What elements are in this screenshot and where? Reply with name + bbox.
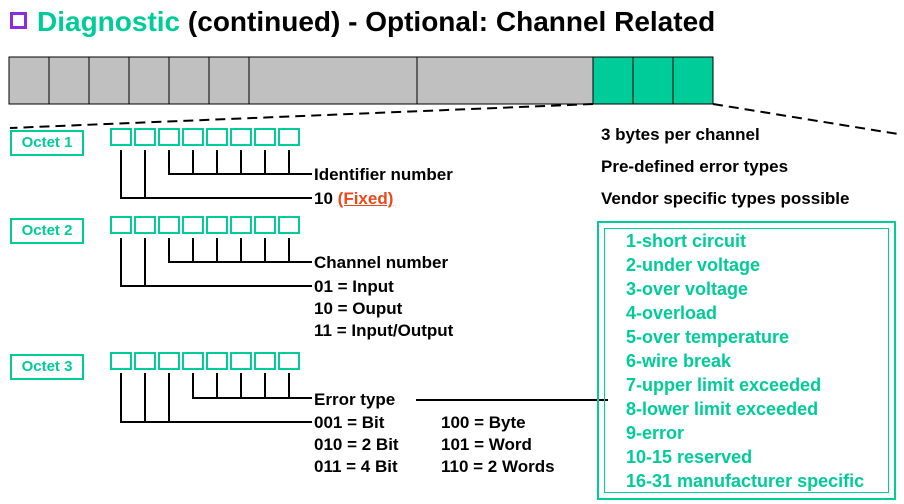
- error-type-item: 9-error: [626, 423, 685, 443]
- error-size-option: 011 = 4 Bit: [314, 457, 398, 476]
- identifier-number-label: Identifier number: [314, 165, 453, 184]
- error-size-option: 100 = Byte: [441, 413, 526, 432]
- frame-cell: [168, 56, 210, 105]
- error-size-option: 110 = 2 Words: [441, 457, 555, 476]
- frame-cell: [8, 56, 50, 105]
- info-line: 3 bytes per channel: [601, 125, 760, 144]
- error-type-item: 5-over temperature: [626, 327, 790, 347]
- error-size-option: 010 = 2 Bit: [314, 435, 399, 454]
- frame-cell-channel: [632, 56, 674, 105]
- octet1-label: Octet 1: [10, 130, 84, 156]
- error-types-inner-border: 1-short circuit 2-under voltage 3-over v…: [604, 228, 889, 493]
- octet1-bits: [110, 128, 306, 150]
- error-type-item: 8-lower limit exceeded: [626, 399, 819, 419]
- frame-cell: [416, 56, 594, 105]
- frame-cell: [248, 56, 418, 105]
- zoom-line-left: [9, 103, 594, 129]
- error-size-option: 101 = Word: [441, 435, 532, 454]
- octet2-label: Octet 2: [10, 218, 84, 244]
- channel-option: 01 = Input: [314, 277, 394, 296]
- octet3-bits: [110, 352, 306, 374]
- error-type-item: 10-15 reserved: [626, 447, 753, 467]
- frame-cell-channel: [672, 56, 714, 105]
- frame-cell: [208, 56, 250, 105]
- octet2-bits: [110, 216, 306, 238]
- error-type-item: 7-upper limit exceeded: [626, 375, 822, 395]
- checkbox-bullet-icon: [10, 12, 27, 29]
- frame-cell: [48, 56, 90, 105]
- frame-cell: [128, 56, 170, 105]
- octet2-brackets: [120, 238, 312, 287]
- fixed-value-label: 10 (Fixed): [314, 189, 393, 209]
- title-accent: Diagnostic: [37, 6, 181, 37]
- title-rest: (continued) - Optional: Channel Related: [187, 6, 716, 37]
- diagnostic-frame-bar: [8, 56, 714, 105]
- channel-option: 10 = Ouput: [314, 299, 403, 318]
- error-type-item: 6-wire break: [626, 351, 732, 371]
- octet3-label: Octet 3: [10, 354, 84, 380]
- page-title: Diagnostic (continued) - Optional: Chann…: [10, 6, 715, 38]
- error-type-item: 3-over voltage: [626, 279, 749, 299]
- info-line: Pre-defined error types: [601, 157, 789, 176]
- error-type-item: 16-31 manufacturer specific: [626, 471, 865, 491]
- octet3-brackets: [120, 373, 312, 423]
- error-type-item: 1-short circuit: [626, 231, 747, 251]
- channel-number-label: Channel number: [314, 253, 449, 272]
- error-type-label: Error type: [314, 390, 396, 409]
- frame-cell-channel: [592, 56, 634, 105]
- error-type-item: 2-under voltage: [626, 255, 761, 275]
- error-types-box: 1-short circuit 2-under voltage 3-over v…: [597, 221, 896, 500]
- error-type-item: 4-overload: [626, 303, 718, 323]
- fixed-value: 10: [314, 189, 333, 208]
- error-size-option: 001 = Bit: [314, 413, 385, 432]
- error-types-list: 1-short circuit 2-under voltage 3-over v…: [626, 229, 864, 493]
- fixed-note: (Fixed): [337, 189, 394, 208]
- channel-option: 11 = Input/Output: [314, 321, 454, 340]
- info-line: Vendor specific types possible: [601, 189, 850, 208]
- octet1-brackets: [120, 150, 312, 199]
- frame-cell: [88, 56, 130, 105]
